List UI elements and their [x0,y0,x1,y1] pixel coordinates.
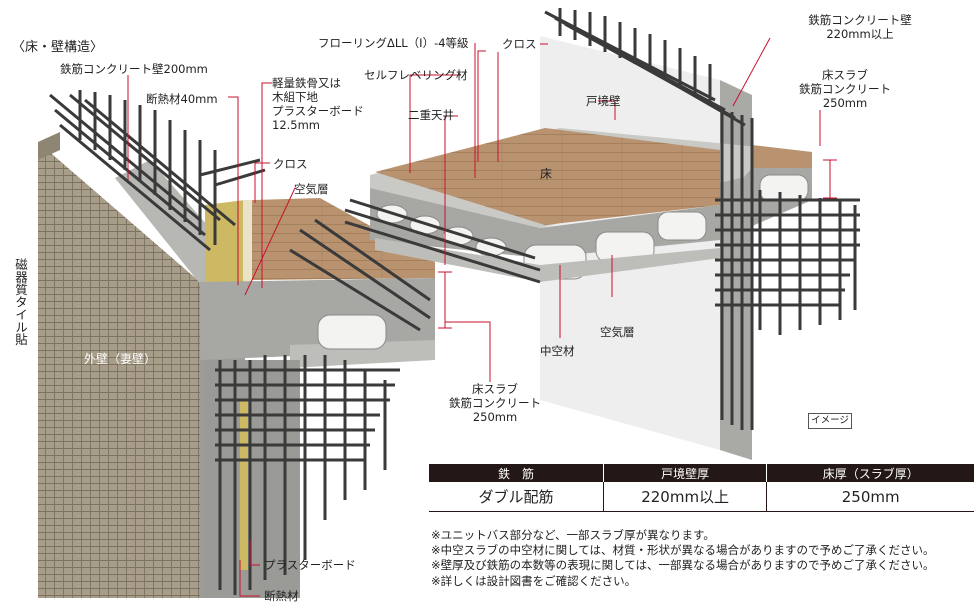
tile-finish-label: 磁器質タイル貼 [13,258,28,346]
spec-table: 鉄 筋 戸境壁厚 床厚（スラブ厚） ダブル配筋 220mm以上 250mm [429,464,974,512]
spec-header-slab: 床厚（スラブ厚） [766,464,974,482]
left-rebar-cage [49,90,431,595]
note-line: ※ユニットバス部分など、一部スラブ厚が異なります。 [431,528,715,542]
label-slab-left-3: 250mm [472,410,518,424]
note-line: ※中空スラブの中空材に関しては、材質・形状が異なる場合がありますので予めご了承く… [431,543,935,558]
spec-header-rebar: 鉄 筋 [429,464,604,482]
dimension-lines [438,159,837,329]
label-double-ceiling: 二重天井 [408,108,454,122]
spec-cell-slab: 250mm [766,482,974,512]
left-hollow-void [317,314,387,350]
leader-lines [127,37,821,597]
label-wall-220-1: 鉄筋コンクリート壁 [808,13,912,27]
label-lgs-4: 12.5mm [272,118,321,132]
note-line: ※詳しくは設計図書をご確認ください。 [431,573,637,588]
label-insulation-40: 断熱材40mm [146,92,218,106]
label-wall-220-2: 220mm以上 [826,27,894,41]
lower-insulation [240,400,248,570]
party-wall-edge [720,80,752,460]
double-ceiling-board [375,238,720,282]
spec-header-row: 鉄 筋 戸境壁厚 床厚（スラブ厚） [429,464,974,482]
label-air-mid: 空気層 [600,325,635,339]
plaster-board [243,200,252,335]
spec-header-wall: 戸境壁厚 [602,464,767,482]
image-tag: イメージ [808,413,852,429]
label-exterior-wall: 外壁（妻壁） [84,352,157,366]
right-flooring-edge [752,145,812,168]
hollow-void [657,211,707,241]
label-slab-left-2: 鉄筋コンクリート [449,396,541,410]
spec-cell-wall: 220mm以上 [602,482,767,512]
spec-cell-rebar: ダブル配筋 [429,482,604,512]
label-party-wall: 戸境壁 [586,94,621,108]
label-flooring: フローリングΔLL（Ⅰ）-4等級 [318,36,469,50]
right-rebar-cage [344,8,860,430]
tile-wall [38,142,200,598]
label-wall-200: 鉄筋コンクリート壁200mm [60,62,208,76]
label-slab-right-1: 床スラブ [822,68,868,82]
label-cross-left: クロス [273,157,308,171]
spec-row: ダブル配筋 220mm以上 250mm [429,482,974,512]
lower-column [205,360,300,598]
notes: ※ユニットバス部分など、一部スラブ厚が異なります。 ※中空スラブの中空材に関して… [431,528,935,589]
label-lgs-3: プラスターボード [272,104,364,118]
diagram-title: 〈床・壁構造〉 [12,40,104,55]
label-insulation-bottom: 断熱材 [264,589,299,603]
label-slab-left-1: 床スラブ [472,382,518,396]
label-floor: 床 [540,167,553,181]
note-line: ※壁厚及び鉄筋の本数等の表現に関しては、一部異なる場合がありますので予めご了承く… [431,558,935,573]
tile-wall-side [38,132,60,160]
label-slab-right-3: 250mm [822,96,868,110]
label-air-left: 空気層 [294,182,329,196]
label-lgs-2: 木組下地 [272,90,318,104]
right-floor-assembly [370,36,812,460]
label-slab-right-2: 鉄筋コンクリート [799,82,891,96]
label-leveling: セルフレベリング材 [364,68,468,82]
right-flooring [375,128,720,225]
label-cross-top: クロス [502,37,537,51]
label-hollow: 中空材 [540,344,575,358]
label-lgs-1: 軽量鉄骨又は [272,76,341,90]
label-plaster-bottom: プラスターボード [264,558,356,572]
